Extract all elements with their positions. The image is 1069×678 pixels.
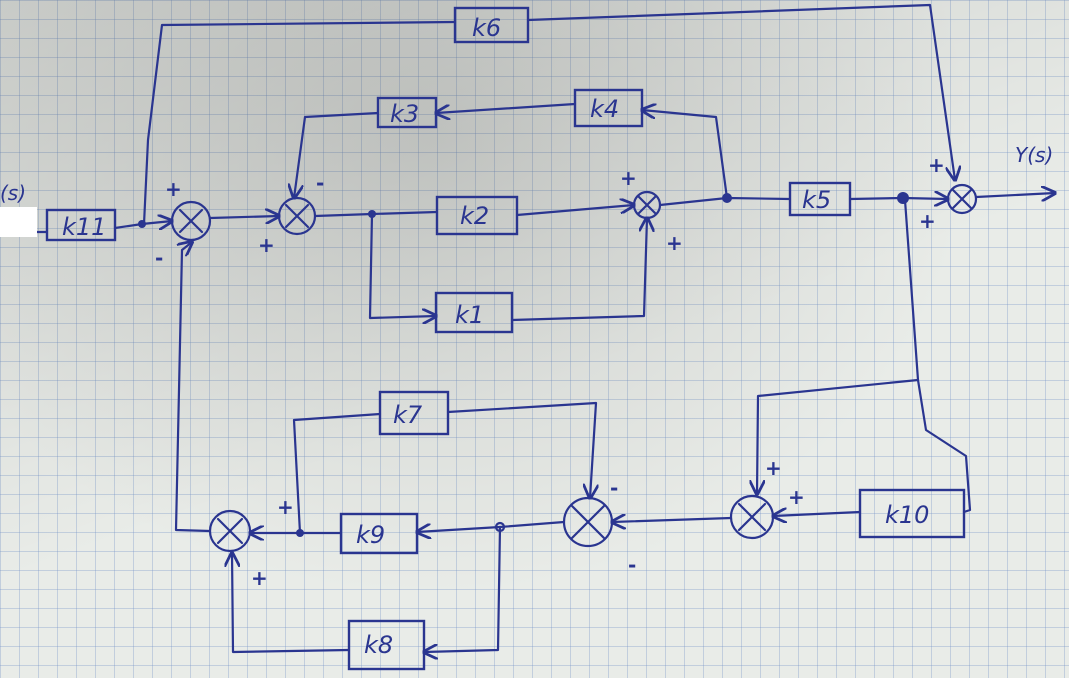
input-label: (s): [0, 181, 26, 205]
block-k1: k1: [434, 291, 514, 334]
sign-plus: +: [258, 233, 275, 257]
pickoff-point: [368, 210, 376, 218]
block-k5: k5: [788, 181, 852, 217]
sign-plus: +: [666, 231, 683, 255]
sum-junction-output: [946, 183, 978, 215]
pickoff-point: [138, 220, 146, 228]
sum-junction-4: [208, 509, 252, 553]
sign-plus: +: [620, 166, 637, 190]
sign-plus: +: [165, 177, 182, 201]
block-k7: k7: [378, 390, 450, 436]
sign-plus: +: [765, 456, 782, 480]
sign-plus: +: [277, 495, 294, 519]
output-label: Y(s): [1015, 143, 1053, 167]
sum-junction-6: [729, 494, 775, 540]
sign-plus: +: [788, 485, 805, 509]
block-k4-label: k4: [590, 95, 619, 123]
sign-plus: +: [919, 209, 936, 233]
sum-junction-3: [632, 190, 662, 220]
block-k9-label: k9: [356, 521, 385, 549]
signal-lines: [35, 3, 1055, 652]
block-k11-label: k11: [62, 213, 106, 241]
block-k3-label: k3: [390, 100, 419, 128]
sign-labels: + - - + + + + + + + - - + +: [155, 153, 945, 590]
sign-plus: +: [251, 566, 268, 590]
sign-minus: -: [628, 553, 636, 577]
pickoff-point: [494, 521, 506, 533]
pickoff-point: [296, 529, 304, 537]
sum-junction-5: [562, 496, 614, 548]
block-k8: k8: [347, 619, 426, 671]
block-k2: k2: [435, 195, 519, 236]
pickoff-point: [722, 193, 732, 203]
block-k1-label: k1: [455, 301, 484, 329]
sign-minus: -: [155, 246, 163, 270]
block-k6-label: k6: [472, 14, 501, 42]
sign-minus: -: [610, 476, 618, 500]
block-k8-label: k8: [364, 631, 393, 659]
block-k4: k4: [573, 88, 644, 128]
pickoff-point: [897, 192, 909, 204]
block-k10: k10: [858, 488, 966, 539]
white-patch: [0, 207, 37, 237]
block-k9: k9: [339, 512, 419, 555]
block-k3: k3: [376, 96, 438, 129]
block-k2-label: k2: [460, 202, 489, 230]
sum-junction-1: [170, 200, 212, 242]
sum-junction-2: [277, 196, 317, 236]
block-k10-label: k10: [885, 501, 929, 529]
sign-plus: +: [928, 153, 945, 177]
sign-minus: -: [316, 171, 324, 195]
block-k5-label: k5: [802, 186, 831, 214]
block-k7-label: k7: [393, 401, 423, 429]
block-k11: k11: [45, 208, 117, 242]
block-k6: k6: [453, 6, 530, 44]
